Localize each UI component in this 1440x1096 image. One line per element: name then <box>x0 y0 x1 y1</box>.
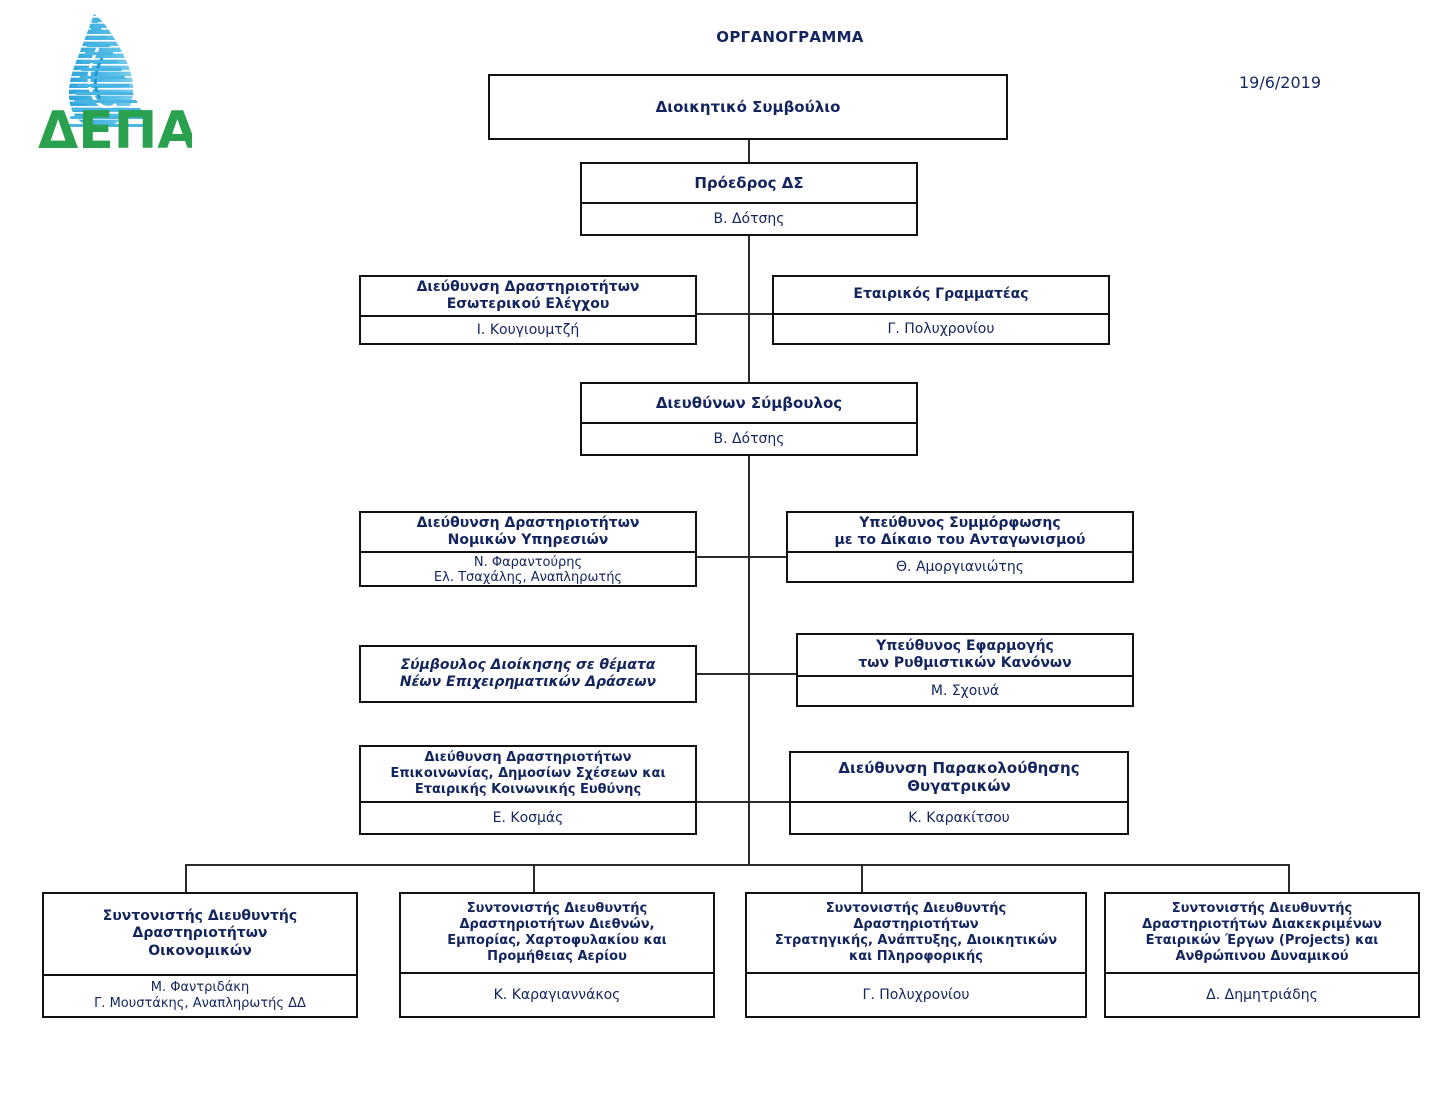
node-communications[interactable]: Διεύθυνση Δραστηριοτήτων Επικοινωνίας, Δ… <box>359 745 697 835</box>
node-legal-name: Ν. Φαραντούρης Ελ. Τσαχάλης, Αναπληρωτής <box>361 551 695 587</box>
node-corporate-secretary[interactable]: Εταιρικός Γραμματέας Γ. Πολυχρονίου <box>772 275 1110 345</box>
node-board-title: Διοικητικό Συμβούλιο <box>655 97 841 116</box>
node-new-business-advisor[interactable]: Σύμβουλος Διοίκησης σε θέματα Νέων Επιχε… <box>359 645 697 703</box>
node-regulatory-compliance-title: Υπεύθυνος Εφαρμογής των Ρυθμιστικών Κανό… <box>858 637 1072 671</box>
node-new-business-advisor-title: Σύμβουλος Διοίκησης σε θέματα Νέων Επιχε… <box>399 656 657 690</box>
node-chairman[interactable]: Πρόεδρος ΔΣ Β. Δότσης <box>580 162 918 236</box>
connector-drop-strategy <box>861 864 863 892</box>
node-coord-international[interactable]: Συντονιστής Διευθυντής Δραστηριοτήτων Δι… <box>399 892 715 1018</box>
node-coord-strategy[interactable]: Συντονιστής Διευθυντής Δραστηριοτήτων Στ… <box>745 892 1087 1018</box>
connector-tier-communications <box>690 801 800 803</box>
node-corporate-secretary-name: Γ. Πολυχρονίου <box>774 313 1108 343</box>
node-coord-finance[interactable]: Συντονιστής Διευθυντής Δραστηριοτήτων Οι… <box>42 892 358 1018</box>
node-internal-audit-name: Ι. Κουγιουμτζή <box>361 315 695 343</box>
node-competition-compliance-name: Θ. Αμοργιανιώτης <box>788 551 1132 581</box>
node-subsidiaries[interactable]: Διεύθυνση Παρακολούθησης Θυγατρικών Κ. Κ… <box>789 751 1129 835</box>
connector-drop-projects <box>1288 864 1290 892</box>
connector-tier-audit <box>697 313 773 315</box>
node-internal-audit-title: Διεύθυνση Δραστηριοτήτων Εσωτερικού Ελέγ… <box>416 279 640 313</box>
node-legal[interactable]: Διεύθυνση Δραστηριοτήτων Νομικών Υπηρεσι… <box>359 511 697 587</box>
node-coord-projects-title: Συντονιστής Διευθυντής Δραστηριοτήτων Δι… <box>1142 901 1382 964</box>
connector-tier-advisor <box>690 673 800 675</box>
node-chairman-name: Β. Δότσης <box>582 202 916 234</box>
node-communications-name: Ε. Κοσμάς <box>361 801 695 833</box>
node-coord-international-title: Συντονιστής Διευθυντής Δραστηριοτήτων Δι… <box>447 901 667 964</box>
node-internal-audit[interactable]: Διεύθυνση Δραστηριοτήτων Εσωτερικού Ελέγ… <box>359 275 697 345</box>
node-competition-compliance-title: Υπεύθυνος Συμμόρφωσης με το Δίκαιο του Α… <box>834 515 1086 549</box>
connector-spine-chairman-ceo <box>748 236 750 382</box>
depa-logo-svg: ΔΕΠΑ <box>38 14 192 153</box>
depa-logo: ΔΕΠΑ <box>32 8 192 153</box>
node-regulatory-compliance-name: Μ. Σχοινά <box>798 675 1132 705</box>
connector-tier-legal <box>690 556 800 558</box>
page-title: ΟΡΓΑΝΟΓΡΑΜΜΑ <box>716 28 864 46</box>
connector-bottom-bar <box>185 864 1289 866</box>
node-subsidiaries-title: Διεύθυνση Παρακολούθησης Θυγατρικών <box>838 758 1080 795</box>
node-coord-strategy-title: Συντονιστής Διευθυντής Δραστηριοτήτων Στ… <box>774 901 1058 964</box>
logo-wordmark: ΔΕΠΑ <box>38 101 192 153</box>
connector-spine-ceo-down <box>748 456 750 864</box>
node-ceo[interactable]: Διευθύνων Σύμβουλος Β. Δότσης <box>580 382 918 456</box>
node-ceo-name: Β. Δότσης <box>582 422 916 454</box>
connector-board-to-chairman <box>748 140 750 162</box>
node-legal-title: Διεύθυνση Δραστηριοτήτων Νομικών Υπηρεσι… <box>416 515 640 549</box>
node-coord-finance-title: Συντονιστής Διευθυντής Δραστηριοτήτων Οι… <box>102 908 298 959</box>
node-coord-international-name: Κ. Καραγιαννάκος <box>401 972 713 1016</box>
node-coord-projects-name: Δ. Δημητριάδης <box>1106 972 1418 1016</box>
connector-drop-international <box>533 864 535 892</box>
node-ceo-title: Διευθύνων Σύμβουλος <box>655 393 843 412</box>
node-coord-projects[interactable]: Συντονιστής Διευθυντής Δραστηριοτήτων Δι… <box>1104 892 1420 1018</box>
connector-drop-finance <box>185 864 187 892</box>
node-competition-compliance[interactable]: Υπεύθυνος Συμμόρφωσης με το Δίκαιο του Α… <box>786 511 1134 583</box>
node-communications-title: Διεύθυνση Δραστηριοτήτων Επικοινωνίας, Δ… <box>390 750 666 797</box>
chart-date: 19/6/2019 <box>1238 73 1322 92</box>
node-coord-finance-name: Μ. Φαντριδάκη Γ. Μουστάκης, Αναπληρωτής … <box>44 974 356 1016</box>
node-chairman-title: Πρόεδρος ΔΣ <box>694 173 804 192</box>
node-regulatory-compliance[interactable]: Υπεύθυνος Εφαρμογής των Ρυθμιστικών Κανό… <box>796 633 1134 707</box>
node-coord-strategy-name: Γ. Πολυχρονίου <box>747 972 1085 1016</box>
node-corporate-secretary-title: Εταιρικός Γραμματέας <box>853 286 1029 303</box>
node-subsidiaries-name: Κ. Καρακίτσου <box>791 801 1127 833</box>
node-board[interactable]: Διοικητικό Συμβούλιο <box>488 74 1008 140</box>
